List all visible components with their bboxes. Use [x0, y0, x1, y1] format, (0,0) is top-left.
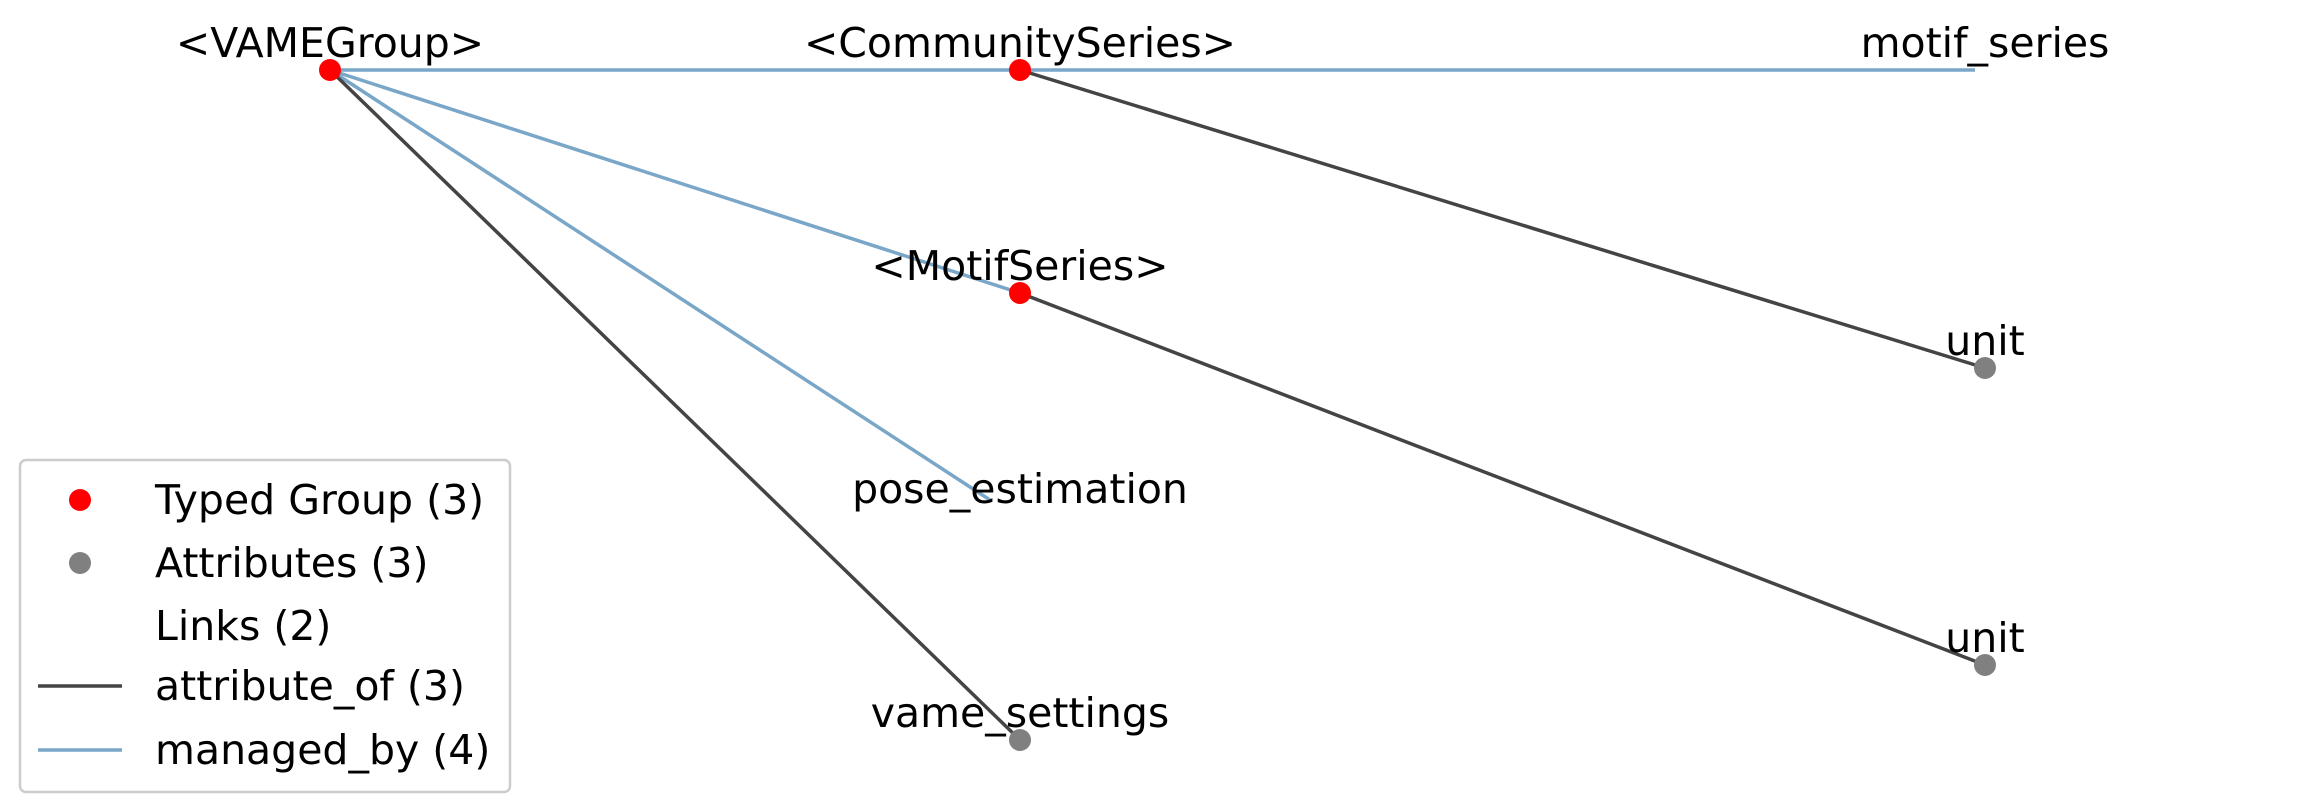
legend-managed-by-label: managed_by (4): [155, 726, 490, 774]
edges-layer: [328, 68, 1986, 742]
edge-attribute-of-motif-series-typed-to-unit-2: [1019, 291, 1986, 667]
legend-attributes-label: Attributes (3): [155, 539, 429, 587]
node-dot-motif-series-typed: [1009, 282, 1031, 304]
legend-links-label: Links (2): [155, 602, 331, 650]
legend-typed-group-marker: [69, 489, 91, 511]
edge-attribute-of-community-series-to-unit-1: [1019, 68, 1986, 370]
node-dot-vame-group: [319, 59, 341, 81]
node-dot-vame-settings: [1009, 729, 1031, 751]
edge-managed-by-vame-group-to-pose-estimation: [329, 68, 991, 502]
edge-managed-by-vame-group-to-motif-series-typed: [329, 68, 1021, 295]
edge-attribute-of-vame-group-to-vame-settings: [328, 68, 1022, 742]
node-dot-unit-2: [1974, 654, 1996, 676]
node-dot-community-series: [1009, 59, 1031, 81]
legend-box: [18, 458, 512, 794]
node-label-pose-estimation: pose_estimation: [852, 465, 1188, 513]
nodes-layer: [319, 59, 1996, 751]
legend-attributes-marker: [69, 552, 91, 574]
node-label-motif-series-link: motif_series: [1861, 19, 2110, 67]
node-dot-unit-1: [1974, 357, 1996, 379]
legend: Typed Group (3) Attributes (3) Links (2)…: [18, 458, 512, 794]
legend-attribute-of-label: attribute_of (3): [155, 662, 465, 710]
legend-typed-group-label: Typed Group (3): [154, 476, 484, 524]
